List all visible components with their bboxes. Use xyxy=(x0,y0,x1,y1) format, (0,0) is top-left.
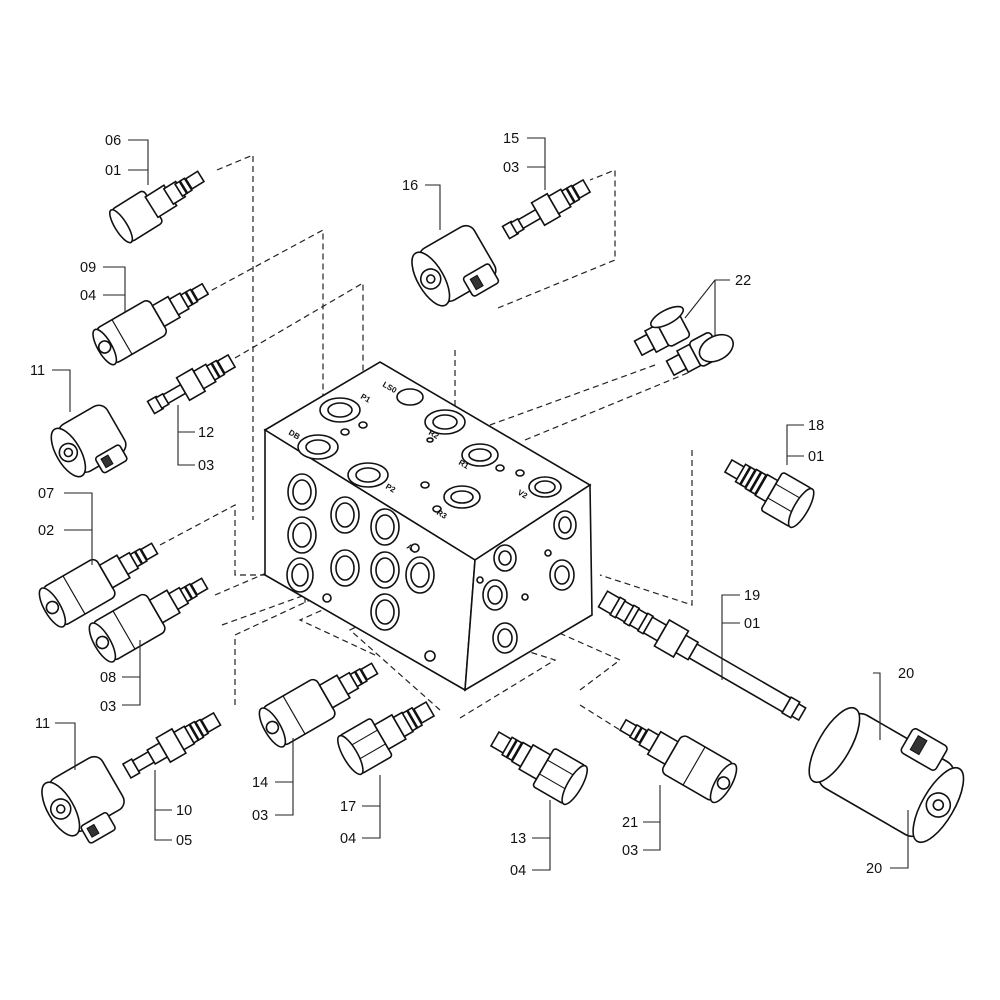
coil-11-lower xyxy=(41,755,125,844)
callout-01: 01 xyxy=(105,163,121,179)
coil-11-upper xyxy=(50,404,128,478)
cartridge-14 xyxy=(258,662,379,748)
callout-03: 03 xyxy=(622,843,638,859)
callout-06: 06 xyxy=(105,133,121,149)
left-face-ports xyxy=(286,473,436,662)
callout-04: 04 xyxy=(340,831,356,847)
callout-11: 11 xyxy=(35,716,50,732)
stem-12 xyxy=(146,353,237,415)
port-label: P1 xyxy=(359,392,372,405)
plug-17 xyxy=(336,700,436,776)
right-face-ports xyxy=(476,510,577,654)
callout-12: 12 xyxy=(198,425,214,441)
callout-20: 20 xyxy=(866,861,882,877)
callout-22: 22 xyxy=(735,273,751,289)
cartridge-08 xyxy=(88,577,209,663)
leader-lines xyxy=(52,137,909,871)
stem-19 xyxy=(597,590,807,722)
top-ports xyxy=(297,388,562,513)
stem-10 xyxy=(121,711,222,780)
callout-20: 20 xyxy=(898,666,914,682)
callout-08: 08 xyxy=(100,670,116,686)
callout-10: 10 xyxy=(176,803,192,819)
callout-03: 03 xyxy=(100,699,116,715)
callout-03: 03 xyxy=(252,808,268,824)
port-label: P2 xyxy=(384,482,397,495)
callout-01: 01 xyxy=(808,449,824,465)
stem-15 xyxy=(501,178,592,240)
callout-14: 14 xyxy=(252,775,268,791)
cartridge-21 xyxy=(618,718,738,804)
callout-labels: 06 01 09 04 11 12 03 07 02 08 03 11 10 0… xyxy=(30,131,914,879)
callout-16: 16 xyxy=(402,178,418,194)
coil-16 xyxy=(411,224,500,307)
manifold-block: LS0 P1 R2 R1 DB P2 R3 V2 A2 xyxy=(263,361,593,692)
callout-03: 03 xyxy=(198,458,214,474)
coil-20 xyxy=(808,706,965,844)
port-label: V2 xyxy=(516,488,529,501)
callout-11: 11 xyxy=(30,363,45,379)
callout-07: 07 xyxy=(38,486,54,502)
cartridge-09 xyxy=(92,282,210,366)
callout-18: 18 xyxy=(808,418,824,434)
callout-04: 04 xyxy=(80,288,96,304)
callout-05: 05 xyxy=(176,833,192,849)
callout-01: 01 xyxy=(744,616,760,632)
callout-15: 15 xyxy=(503,131,519,147)
callout-02: 02 xyxy=(38,523,54,539)
callout-04: 04 xyxy=(510,863,526,879)
callout-13: 13 xyxy=(510,831,526,847)
plug-13 xyxy=(489,730,589,806)
fittings-22 xyxy=(633,305,734,377)
callout-17: 17 xyxy=(340,799,356,815)
callout-09: 09 xyxy=(80,260,96,276)
cartridge-07 xyxy=(38,542,159,628)
callout-03: 03 xyxy=(503,160,519,176)
plug-18 xyxy=(723,458,815,529)
callout-19: 19 xyxy=(744,588,760,604)
callout-21: 21 xyxy=(622,815,638,831)
cartridge-06 xyxy=(108,170,206,244)
